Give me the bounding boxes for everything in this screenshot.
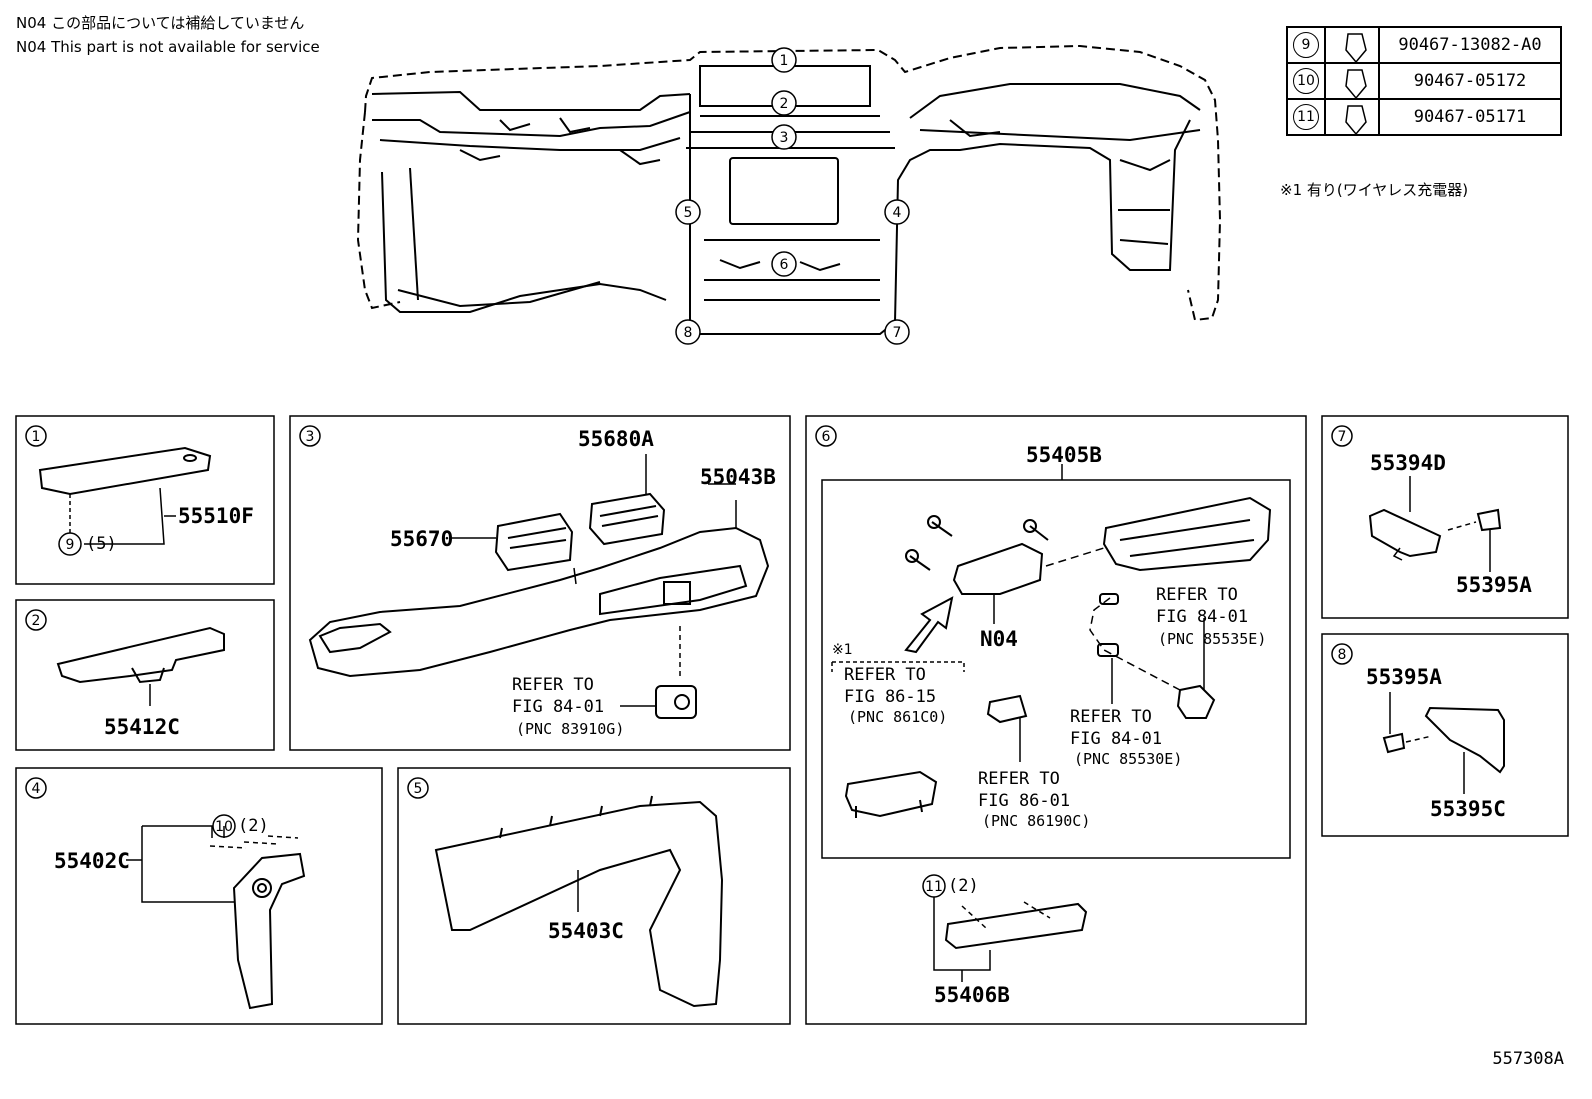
panel-6-ref-c-pnc: (PNC 85530E) bbox=[1074, 750, 1182, 768]
panel-3-number: 3 bbox=[306, 429, 315, 445]
panel-8-frame bbox=[1321, 633, 1569, 837]
panel-7-frame bbox=[1321, 415, 1569, 619]
panel-8-number: 8 bbox=[1338, 647, 1347, 663]
panel-1-clip-ref: 9 bbox=[66, 537, 75, 553]
panel-2-number: 2 bbox=[32, 613, 41, 629]
part-N04: N04 bbox=[980, 627, 1018, 651]
panel-6-ref-b-pnc: (PNC 85535E) bbox=[1158, 630, 1266, 648]
panel-6-ref-c-fig: FIG 84-01 bbox=[1070, 729, 1162, 749]
panel-3-drawing bbox=[308, 454, 770, 719]
callout-1: 1 bbox=[780, 53, 789, 69]
note-english: N04 This part is not available for servi… bbox=[16, 38, 320, 56]
panel-2-frame bbox=[15, 599, 275, 751]
part-55670: 55670 bbox=[390, 527, 453, 551]
panel-6-inner-frame bbox=[821, 479, 1291, 859]
note-japanese: N04 この部品については補給していません bbox=[16, 14, 305, 32]
panel-8-drawing bbox=[1382, 692, 1505, 794]
table-row: 11 90467-05171 bbox=[1286, 98, 1562, 136]
callout-6: 6 bbox=[780, 257, 789, 273]
panel-2-drawing bbox=[56, 626, 225, 706]
panel-6-drawing bbox=[831, 464, 1272, 982]
panel-1-frame bbox=[15, 415, 275, 585]
panel-6-ref-d-fig: FIG 86-01 bbox=[978, 791, 1070, 811]
panel-3-fig: FIG 84-01 bbox=[512, 697, 604, 717]
panel-6-ref-d-refer: REFER TO bbox=[978, 769, 1060, 789]
panel-6-mark: ※1 bbox=[832, 642, 853, 658]
panel-7-drawing bbox=[1368, 476, 1502, 572]
panel-4-number: 4 bbox=[32, 781, 41, 797]
overview-callouts bbox=[675, 47, 910, 345]
panel-6-clip-qty: (2) bbox=[948, 876, 979, 896]
panel-7-number: 7 bbox=[1338, 429, 1347, 445]
panel-6-ref-d-pnc: (PNC 86190C) bbox=[982, 812, 1090, 830]
panel-4-drawing bbox=[126, 814, 306, 1010]
callout-5: 5 bbox=[684, 205, 693, 221]
panel-6-ref-a-refer: REFER TO bbox=[844, 665, 926, 685]
panel-6-ref-b-refer: REFER TO bbox=[1156, 585, 1238, 605]
panel-6-number: 6 bbox=[822, 429, 831, 445]
clip-ref: 10 bbox=[1293, 68, 1319, 94]
part-55043B: 55043B bbox=[700, 465, 776, 489]
part-55510F: 55510F bbox=[178, 504, 254, 528]
panel-6-ref-a-fig: FIG 86-15 bbox=[844, 687, 936, 707]
part-number: 90467-05172 bbox=[1378, 62, 1562, 100]
panel-4-clip-ref: 10 bbox=[215, 819, 233, 835]
panel-1-drawing bbox=[38, 446, 212, 556]
part-55406B: 55406B bbox=[934, 983, 1010, 1007]
panel-5-frame bbox=[397, 767, 791, 1025]
panel-6-clip-ref: 11 bbox=[925, 879, 943, 895]
dashboard-overview-drawing bbox=[356, 44, 1222, 335]
part-55403C: 55403C bbox=[548, 919, 624, 943]
part-55395A-7: 55395A bbox=[1456, 573, 1532, 597]
panel-6-frame bbox=[805, 415, 1307, 1025]
panel-3-frame bbox=[289, 415, 791, 751]
callout-7: 7 bbox=[893, 325, 902, 341]
panel-3-refer: REFER TO bbox=[512, 675, 594, 695]
panel-3-pnc: (PNC 83910G) bbox=[516, 720, 624, 738]
part-55405B: 55405B bbox=[1026, 443, 1102, 467]
part-55402C: 55402C bbox=[54, 849, 130, 873]
panel-5-drawing bbox=[434, 795, 724, 1008]
part-55412C: 55412C bbox=[104, 715, 180, 739]
footnote: ※1 有り(ワイヤレス充電器) bbox=[1280, 181, 1469, 199]
fastener-table: 9 90467-13082-A0 10 90467-05172 11 90467… bbox=[1286, 26, 1562, 136]
drawing-code: 557308A bbox=[1492, 1049, 1564, 1069]
panel-6-ref-b-fig: FIG 84-01 bbox=[1156, 607, 1248, 627]
part-55395A-8: 55395A bbox=[1366, 665, 1442, 689]
part-55395C: 55395C bbox=[1430, 797, 1506, 821]
clip-ref: 11 bbox=[1293, 104, 1319, 130]
callout-3: 3 bbox=[780, 130, 789, 146]
panel-1-number: 1 bbox=[32, 429, 41, 445]
callout-8: 8 bbox=[684, 325, 693, 341]
callout-2: 2 bbox=[780, 96, 789, 112]
part-55680A: 55680A bbox=[578, 427, 654, 451]
callout-4: 4 bbox=[893, 205, 902, 221]
part-number: 90467-13082-A0 bbox=[1378, 26, 1562, 64]
panel-5-number: 5 bbox=[414, 781, 423, 797]
panel-6-ref-a-pnc: (PNC 861C0) bbox=[848, 708, 947, 726]
panel-1-clip-qty: (5) bbox=[86, 534, 117, 554]
table-row: 10 90467-05172 bbox=[1286, 62, 1562, 100]
table-row: 9 90467-13082-A0 bbox=[1286, 26, 1562, 64]
panel-4-clip-qty: (2) bbox=[238, 816, 269, 836]
panel-4-frame bbox=[15, 767, 383, 1025]
panel-6-ref-c-refer: REFER TO bbox=[1070, 707, 1152, 727]
clip-ref: 9 bbox=[1293, 32, 1319, 58]
part-number: 90467-05171 bbox=[1378, 98, 1562, 136]
part-55394D: 55394D bbox=[1370, 451, 1446, 475]
